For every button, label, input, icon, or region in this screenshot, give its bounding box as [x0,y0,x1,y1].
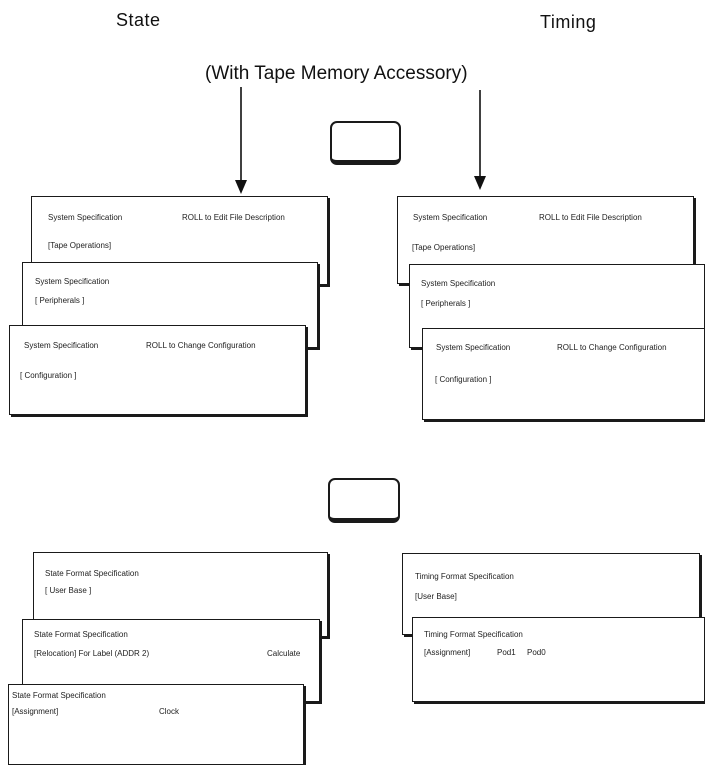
roll-instruction: ROLL to Change Configuration [557,343,667,352]
screen-title: System Specification [48,213,123,222]
lower-key-icon [328,478,400,523]
section-label: [ Configuration ] [20,371,77,380]
roll-instruction: ROLL to Edit File Description [539,213,642,222]
screen-title: Timing Format Specification [424,630,523,639]
roll-instruction: ROLL to Change Configuration [146,341,256,350]
section-label: [Relocation] For Label (ADDR 2) [34,649,150,658]
section-label: [ Peripherals ] [35,296,85,305]
state-configuration-screen: System Specification ROLL to Change Conf… [9,325,306,415]
tape-memory-caption: (With Tape Memory Accessory) [205,63,468,84]
screen-title: System Specification [421,279,496,288]
screen-title: System Specification [24,341,99,350]
pod0-label: Pod0 [527,648,546,657]
section-label: [User Base] [415,592,457,601]
pod1-label: Pod1 [497,648,516,657]
section-label: [ Peripherals ] [421,299,471,308]
state-arrow-head [235,180,247,194]
timing-assignment-screen: Timing Format Specification [Assignment]… [412,617,705,702]
timing-configuration-screen: System Specification ROLL to Change Conf… [422,328,705,420]
state-column-header: State [116,10,161,30]
section-label: [ Configuration ] [435,375,492,384]
screen-title: System Specification [436,343,511,352]
clock-label: Clock [159,707,180,716]
state-assignment-screen: State Format Specification [Assignment] … [8,684,304,765]
upper-key-icon [330,121,401,165]
screen-title: Timing Format Specification [415,572,514,581]
roll-instruction: ROLL to Edit File Description [182,213,285,222]
section-label: [Tape Operations] [48,241,112,250]
section-label: [ User Base ] [45,586,92,595]
screen-title: System Specification [413,213,488,222]
screen-title: State Format Specification [12,691,106,700]
screen-title: State Format Specification [34,630,128,639]
section-label: [Tape Operations] [412,243,476,252]
section-label: [Assignment] [424,648,471,657]
section-label: [Assignment] [12,707,59,716]
screen-title: State Format Specification [45,569,139,578]
timing-arrow-head [474,176,486,190]
timing-column-header: Timing [540,12,597,32]
screen-title: System Specification [35,277,110,286]
calculate-label: Calculate [267,649,301,658]
